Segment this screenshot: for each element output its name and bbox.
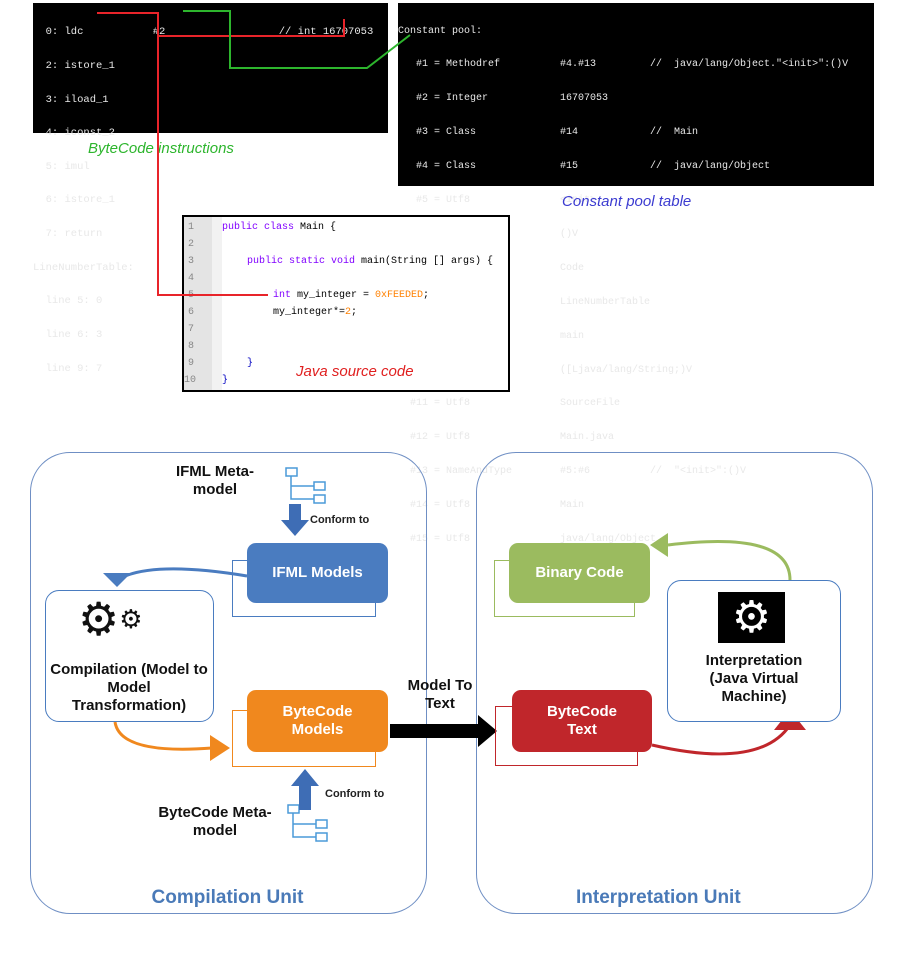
constant-pool-panel: Constant pool: #1 = Methodref #4.#13 // … <box>398 3 874 545</box>
keyword: int <box>273 290 292 301</box>
line-number: 2 <box>188 239 195 250</box>
bytecode-line: 3: iload_1 <box>33 93 109 106</box>
interpretation-unit-label: Interpretation Unit <box>576 887 741 908</box>
gears-icon: ⚙⚙ <box>78 593 143 645</box>
model-to-text-label: Model To Text <box>407 677 473 712</box>
bytecode-text-box: ByteCode Text <box>512 690 652 752</box>
pool-line: #5 = Utf8 <init> <box>398 195 597 207</box>
diagram-arrows <box>103 467 806 842</box>
code-text: my_integer = <box>291 290 376 301</box>
line-number: 7 <box>188 324 195 335</box>
gear-icon: ⚙ <box>718 592 785 643</box>
red-flow-arrow <box>651 724 792 756</box>
source-code-panel: 1 2 3 4 5 6 7 8 9 10 public class Main {… <box>182 215 510 392</box>
compilation-unit <box>30 452 427 914</box>
ifml-models-box: IFML Models <box>247 543 388 603</box>
model-to-text-arrow <box>390 715 497 747</box>
code-text: my_integer*= <box>273 307 346 318</box>
keyword: public class <box>222 222 295 233</box>
pool-line: #11 = Utf8 SourceFile <box>398 398 621 410</box>
line-number: 8 <box>188 341 195 352</box>
bytecode-line: 7: return <box>33 228 103 241</box>
orange-flow-arrow <box>113 721 213 751</box>
code-text: Main { <box>294 222 337 233</box>
bytecode-line: 4: iconst_2 <box>33 127 115 140</box>
compilation-box <box>45 590 214 722</box>
pool-line: Constant pool: <box>398 25 483 37</box>
bytecode-line: line 9: 7 <box>33 362 103 375</box>
line-number: 3 <box>188 256 195 267</box>
bytecode-line: 2: istore_1 <box>33 60 115 73</box>
line-number: 10 <box>184 375 197 386</box>
bytecode-models-box: ByteCode Models <box>247 690 388 752</box>
line-number: 6 <box>188 307 195 318</box>
line-number: 9 <box>188 358 195 369</box>
line-number: 4 <box>188 273 195 284</box>
interpretation-label: Interpretation (Java Virtual Machine) <box>705 652 803 705</box>
bytecode-line: line 6: 3 <box>33 328 103 341</box>
ifml-meta-model-label: IFML Meta-model <box>175 463 255 498</box>
conform-to-label: Conform to <box>310 514 370 526</box>
pool-line: #4 = Class #15 // java/lang/Object <box>398 161 771 173</box>
bytecode-line: 5: imul <box>33 160 90 173</box>
meta-model-icon <box>287 804 328 842</box>
conform-arrow-down <box>281 504 309 536</box>
pool-line: #14 = Utf8 Main <box>398 500 585 512</box>
bytecode-line: line 5: 0 <box>33 295 103 308</box>
code-text: ; <box>423 290 430 301</box>
interpretation-unit <box>476 452 873 914</box>
code-text: } <box>247 358 254 369</box>
compilation-unit-label: Compilation Unit <box>151 887 304 908</box>
constant-pool-caption: Constant pool table <box>562 193 692 210</box>
pool-line: #12 = Utf8 Main.java <box>398 432 615 444</box>
literal: 2 <box>345 307 352 318</box>
red-connector <box>97 12 268 296</box>
conform-arrow-up <box>291 769 319 810</box>
green-flow-arrow <box>667 540 792 581</box>
red-connector <box>158 19 345 37</box>
literal: 0xFEEDED <box>375 290 424 301</box>
binary-code-box: Binary Code <box>509 543 650 603</box>
bytecode-line: LineNumberTable: <box>33 261 134 274</box>
source-caption: Java source code <box>296 363 414 380</box>
meta-model-icon <box>285 467 326 504</box>
pool-line: #3 = Class #14 // Main <box>398 127 699 139</box>
pool-line: #15 = Utf8 java/lang/Object <box>398 533 657 545</box>
connector-lines <box>97 10 411 296</box>
pool-line: #1 = Methodref #4.#13 // java/lang/Objec… <box>398 59 849 71</box>
bytecode-line: 6: istore_1 <box>33 194 115 207</box>
compilation-label: Compilation (Model to Model Transformati… <box>50 661 208 714</box>
code-text: } <box>222 375 229 386</box>
line-number: 1 <box>188 222 195 233</box>
green-connector <box>183 10 411 69</box>
keyword: public static void <box>247 256 356 267</box>
code-text: main(String [] args) { <box>355 256 494 267</box>
conform-to-label: Conform to <box>325 788 385 800</box>
bytecode-meta-model-label: ByteCode Meta-model <box>158 804 272 839</box>
blue-flow-arrow <box>116 567 248 582</box>
bytecode-line: 0: ldc #2 // int 16707053 <box>33 26 374 39</box>
pool-line: #2 = Integer 16707053 <box>398 93 609 105</box>
bytecode-caption: ByteCode instructions <box>88 140 234 157</box>
code-text: ; <box>351 307 358 318</box>
